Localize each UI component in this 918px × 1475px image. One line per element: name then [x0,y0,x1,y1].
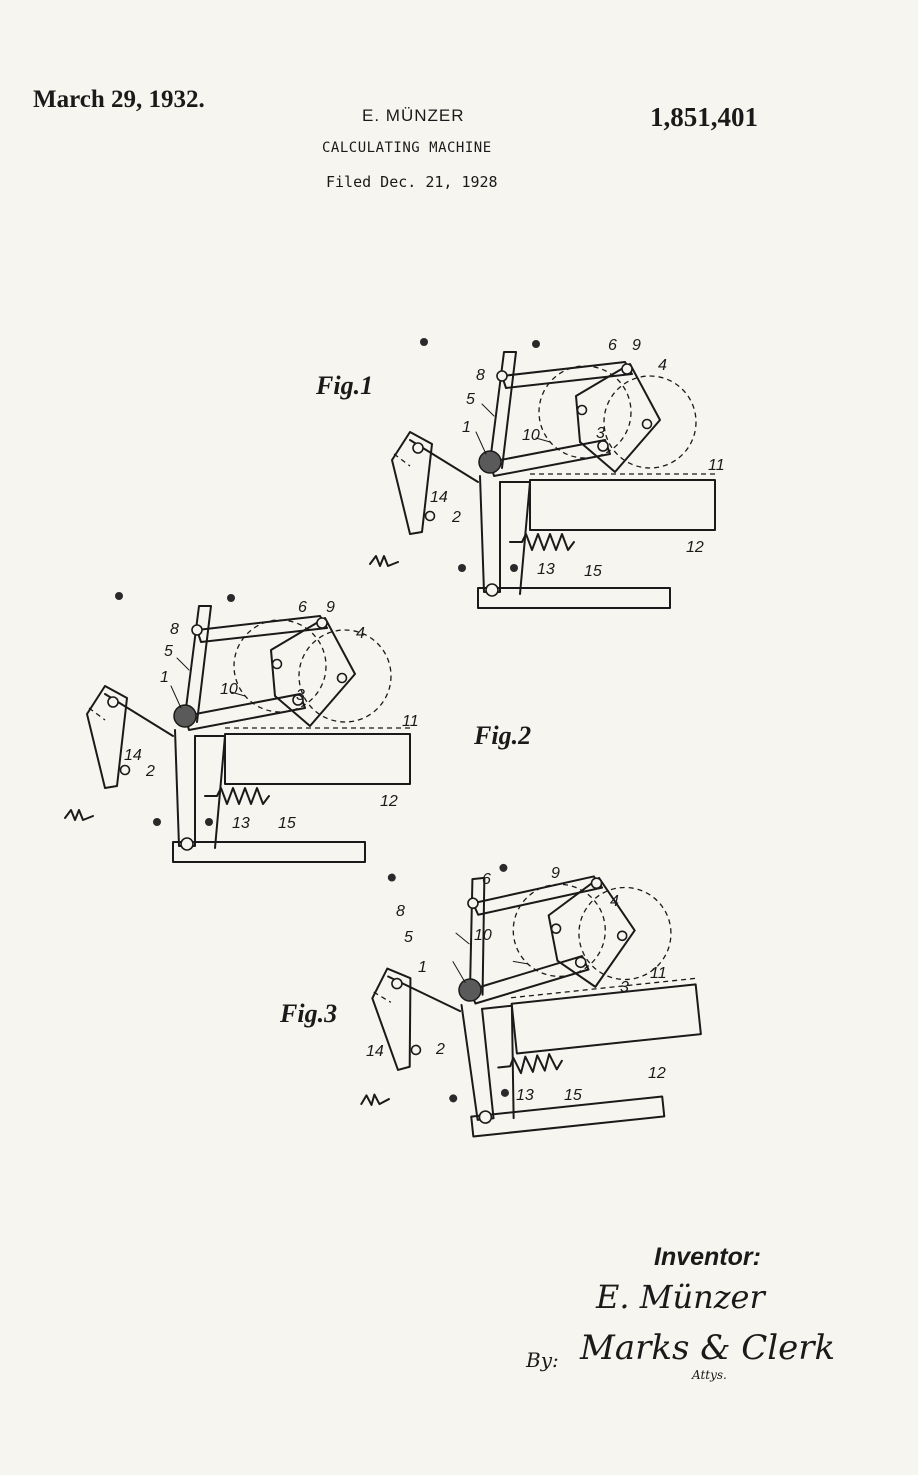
fig2-label-8: 8 [170,621,179,638]
fig3-numerals: 1 2 3 4 5 6 8 9 10 11 12 13 14 15 [366,865,667,1104]
fig1-label-3: 3 [596,425,605,442]
fig3-label-11: 11 [650,965,667,982]
fig1-label-5: 5 [466,391,475,408]
fig2-label-14: 14 [124,747,142,764]
fig2-label-15: 15 [278,815,296,832]
fig1-label-6: 6 [608,337,617,354]
fig3-label-13: 13 [516,1087,534,1104]
fig1-title: Fig.1 [315,371,373,400]
fig1-label-10: 10 [522,427,540,444]
fig2-label-4: 4 [356,625,365,642]
by-label: By: [526,1348,559,1372]
attorney-signature: Marks & Clerk [580,1328,836,1368]
fig2-label-2: 2 [145,763,155,780]
fig2-label-6: 6 [298,599,307,616]
fig2-label-1: 1 [160,669,169,686]
fig2-label-3: 3 [296,687,305,704]
patent-title: CALCULATING MACHINE [322,140,492,156]
fig1-label-2: 2 [451,509,461,526]
fig2-label-12: 12 [380,793,398,810]
attorneys-label: Attys. [692,1368,727,1382]
fig1-label-1: 1 [462,419,471,436]
fig2-label-9: 9 [326,599,335,616]
fig3-label-3: 3 [620,979,629,996]
fig2-numerals: 1 2 3 4 5 6 8 9 10 11 12 13 14 15 [124,599,419,832]
fig2-label-10: 10 [220,681,238,698]
fig1-label-4: 4 [658,357,667,374]
fig1-label-15: 15 [584,563,602,580]
fig3-label-15: 15 [564,1087,582,1104]
filing-date: Filed Dec. 21, 1928 [326,173,498,191]
fig3-label-5: 5 [404,929,413,946]
fig1-label-13: 13 [537,561,555,578]
fig1-label-9: 9 [632,337,641,354]
fig2-label-11: 11 [402,713,419,730]
fig1-label-11: 11 [708,457,725,474]
fig1-label-12: 12 [686,539,704,556]
fig3-label-10: 10 [474,927,492,944]
fig1-label-8: 8 [476,367,485,384]
patent-date: March 29, 1932. [33,86,205,113]
fig3-label-2: 2 [435,1041,445,1058]
fig1-numerals: 1 2 3 4 5 6 8 9 10 11 12 13 14 15 [430,337,725,580]
fig3-label-1: 1 [418,959,427,976]
patent-number: 1,851,401 [650,102,758,132]
fig2-label-5: 5 [164,643,173,660]
fig3-label-8: 8 [396,903,405,920]
fig1-label-14: 14 [430,489,448,506]
fig3-label-14: 14 [366,1043,384,1060]
fig3-label-12: 12 [648,1065,666,1082]
fig3-label-9: 9 [551,865,560,882]
fig3-title: Fig.3 [279,999,337,1028]
fig2-title: Fig.2 [473,721,531,750]
fig3-label-6: 6 [482,871,491,888]
fig3-label-4: 4 [610,893,619,910]
inventor-signature: E. Münzer [596,1278,765,1316]
inventor-heading: Inventor: [654,1243,761,1271]
fig2-label-13: 13 [232,815,250,832]
inventor-name: E. MÜNZER [362,106,465,125]
